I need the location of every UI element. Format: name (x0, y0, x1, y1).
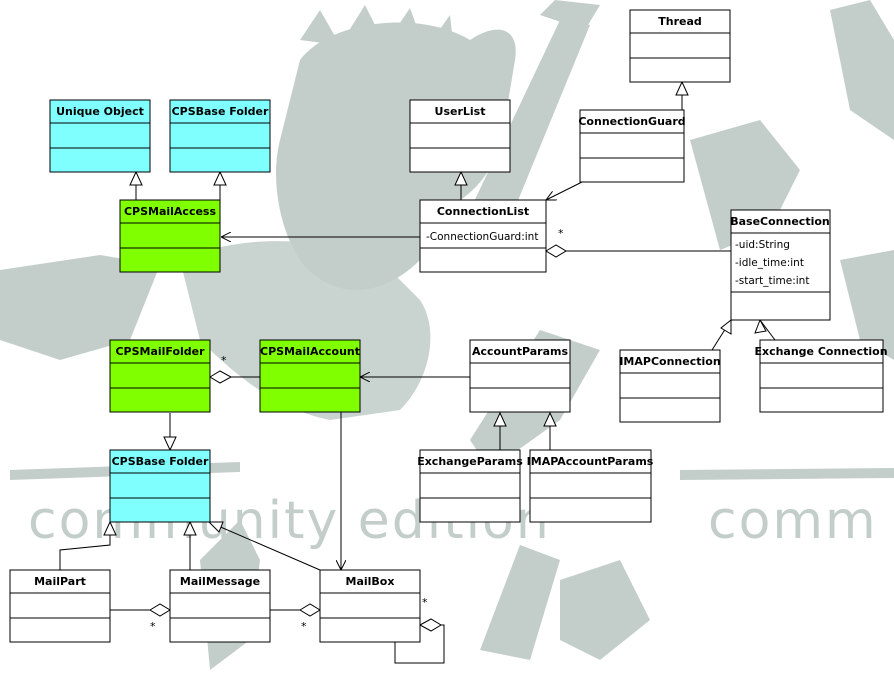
assoc-guard-connlist (546, 181, 583, 200)
class-name: Thread (658, 15, 702, 28)
class-account-params[interactable]: AccountParams (469, 339, 571, 413)
watermark-text-right: comm (708, 491, 878, 551)
class-cps-mail-folder[interactable]: CPSMailFolder (109, 339, 211, 413)
watermark-head-shape (276, 22, 516, 290)
gen-triangle (213, 170, 227, 186)
mult-part-message: * (150, 620, 156, 633)
class-name: MailMessage (180, 575, 260, 588)
class-imap-account-params[interactable]: IMAPAccountParams (527, 449, 654, 523)
agg-diamond (209, 370, 233, 384)
agg-diamond (418, 618, 442, 632)
class-base-connection[interactable]: BaseConnection -uid:String -idle_time:in… (730, 209, 831, 321)
class-unique-object[interactable]: Unique Object (49, 99, 151, 173)
agg-diamond (299, 603, 321, 617)
gen-triangle (183, 520, 197, 536)
gen-triangle (543, 411, 557, 427)
gen-triangle (675, 80, 689, 96)
gen-triangle (129, 170, 143, 186)
watermark-right-bar (680, 468, 894, 480)
class-name: ExchangeParams (417, 455, 523, 468)
gen-triangle (754, 318, 767, 334)
class-name: MailBox (346, 575, 395, 588)
gen-exchange-baseconn (759, 319, 776, 341)
class-name: CPSBase Folder (172, 105, 269, 118)
class-connection-list[interactable]: ConnectionList -ConnectionGuard:int (419, 199, 547, 273)
class-name: Unique Object (56, 105, 144, 118)
class-name: BaseConnection (730, 215, 830, 228)
watermark-bottom-spear (480, 545, 560, 660)
class-exchange-params[interactable]: ExchangeParams (417, 449, 523, 523)
gen-mailbox-basefolder (208, 521, 321, 571)
class-user-list[interactable]: UserList (409, 99, 511, 173)
class-name: CPSMailFolder (115, 345, 205, 358)
gen-triangle (103, 520, 117, 536)
class-name: Exchange Connection (754, 345, 887, 358)
class-cps-mail-account[interactable]: CPSMailAccount (259, 339, 361, 413)
class-name: MailPart (34, 575, 86, 588)
agg-diamond (545, 244, 567, 258)
class-mail-part[interactable]: MailPart (9, 569, 111, 643)
class-attribute: -ConnectionGuard:int (426, 231, 538, 243)
gen-triangle (163, 436, 177, 452)
agg-diamond (149, 603, 171, 617)
class-connection-guard[interactable]: ConnectionGuard (578, 109, 686, 183)
class-name: IMAPAccountParams (527, 455, 654, 468)
class-name: ConnectionList (437, 205, 529, 218)
class-attribute: -start_time:int (735, 275, 809, 287)
class-name: IMAPConnection (619, 355, 720, 368)
mult-connlist-baseconn: * (558, 227, 564, 240)
class-cps-base-folder-top[interactable]: CPSBase Folder (169, 99, 271, 173)
class-mail-message[interactable]: MailMessage (169, 569, 271, 643)
class-name: ConnectionGuard (578, 115, 685, 128)
class-attribute: -uid:String (735, 239, 790, 251)
class-name: AccountParams (472, 345, 569, 358)
class-name: CPSMailAccount (260, 345, 360, 358)
class-attribute: -idle_time:int (735, 257, 804, 269)
mult-folder-account: * (221, 354, 227, 367)
mult-message-box: * (301, 620, 307, 633)
watermark-crown-shape (300, 5, 455, 60)
watermark-right-mid-shape (840, 250, 894, 360)
watermark-right-top-shape (830, 0, 894, 140)
watermark-bottom-right-shape (560, 560, 650, 660)
class-cps-base-folder-mid[interactable]: CPSBase Folder (109, 449, 211, 523)
class-name: UserList (435, 105, 486, 118)
class-name: CPSMailAccess (124, 205, 217, 218)
gen-triangle (720, 318, 732, 335)
gen-triangle (207, 521, 224, 533)
relationships (59, 80, 776, 664)
class-mail-box[interactable]: MailBox (319, 569, 421, 643)
watermark-spear-tip (540, 0, 600, 30)
class-imap-connection[interactable]: IMAPConnection (619, 349, 721, 423)
class-cps-mail-access[interactable]: CPSMailAccess (119, 199, 221, 273)
class-thread[interactable]: Thread (629, 9, 731, 83)
gen-triangle (493, 411, 507, 427)
class-exchange-connection[interactable]: Exchange Connection (754, 339, 888, 413)
class-name: CPSBase Folder (112, 455, 209, 468)
watermark-left-shape (0, 255, 160, 360)
mult-box-self: * (422, 596, 428, 609)
gen-triangle (454, 170, 468, 186)
